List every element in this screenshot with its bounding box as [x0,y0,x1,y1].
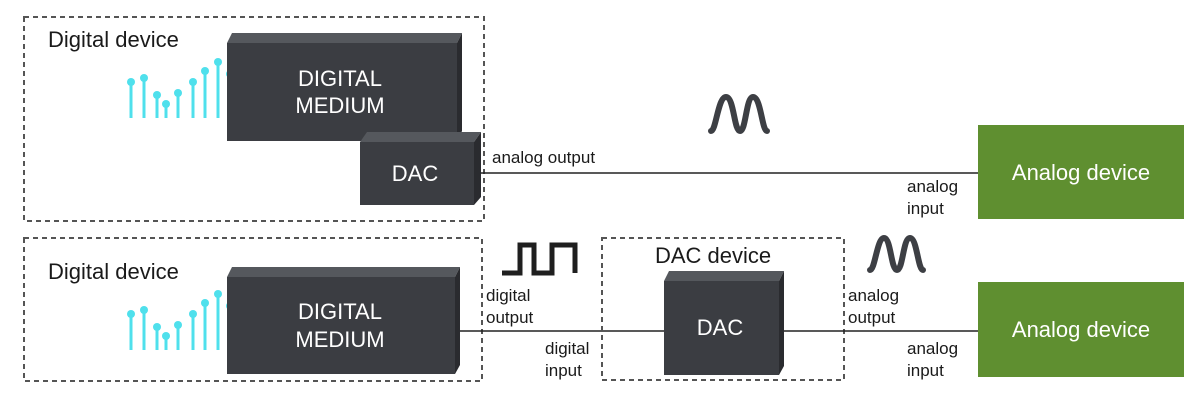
top-analog-output-label: analog output [492,148,595,167]
dac-device-label: DAC device [655,243,771,268]
bottom-analog-device-box [978,282,1184,377]
bottom-analog-wave-icon [867,234,926,274]
sample-stem-dot [153,91,161,99]
top-analog-wave-icon [708,93,770,135]
bottom-analog-input-line2: input [907,361,944,380]
bottom-digital-input-line2: input [545,361,582,380]
bottom-digital-medium-block [227,267,460,374]
bottom-analog-device-label: Analog device [1012,317,1150,342]
sample-stem-dot [162,100,170,108]
bottom-analog-input-line1: analog [907,339,958,358]
bottom-digital-output-line1: digital [486,286,530,305]
bottom-square-wave-icon [502,242,578,276]
bottom-analog-output-line1: analog [848,286,899,305]
sample-stem-dot [174,89,182,97]
bottom-medium-label-line2: MEDIUM [295,327,384,352]
bottom-dac-label: DAC [697,315,744,340]
top-digital-medium-block [227,33,462,141]
top-analog-input-line1: analog [907,177,958,196]
sample-stem-dot [214,290,222,298]
sample-stem-dot [201,67,209,75]
sample-stem-dot [214,58,222,66]
sample-stem-dot [140,74,148,82]
top-analog-input-line2: input [907,199,944,218]
sample-stem-dot [201,299,209,307]
bottom-analog-output-line2: output [848,308,896,327]
sample-stem-dot [162,332,170,340]
bottom-medium-label-line1: DIGITAL [298,299,382,324]
top-dac-block [360,132,481,205]
sample-stem-dot [140,306,148,314]
sample-stem-dot [127,310,135,318]
sample-stem-dot [153,323,161,331]
dac-device-border [601,237,845,381]
bottom-digital-output-line2: output [486,308,534,327]
top-analog-device-label: Analog device [1012,160,1150,185]
top-digital-device-label: Digital device [48,27,179,52]
bottom-digital-input-line1: digital [545,339,589,358]
top-dac-label: DAC [392,161,439,186]
top-digital-device-border [23,16,485,222]
sample-stem-dot [189,310,197,318]
bottom-digital-device-label: Digital device [48,259,179,284]
sample-stem-dot [189,78,197,86]
top-medium-label-line2: MEDIUM [295,93,384,118]
top-medium-label-line1: DIGITAL [298,66,382,91]
sample-stem-dot [127,78,135,86]
sample-stem-dot [174,321,182,329]
bottom-dac-block [664,271,784,375]
bottom-digital-device-border [23,237,483,382]
top-analog-device-box [978,125,1184,219]
